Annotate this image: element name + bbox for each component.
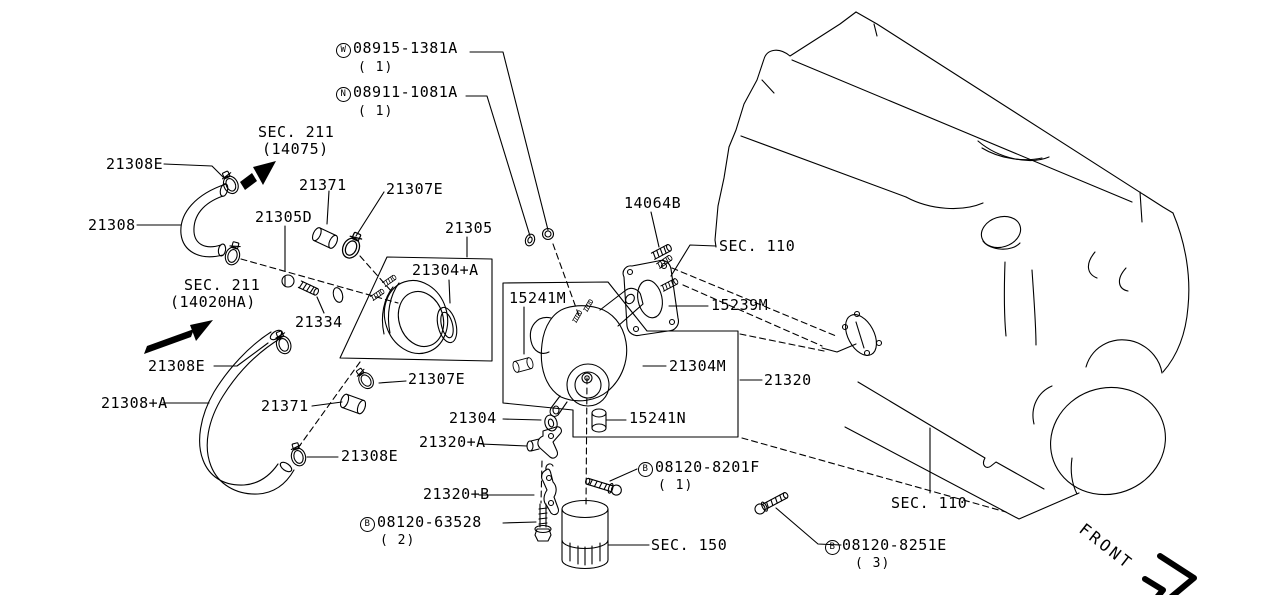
bolt-08120-63528 <box>534 503 552 542</box>
label-sec211-upper-line2: (14075) <box>262 140 329 158</box>
b-symbol-icon: B <box>825 540 840 555</box>
label-sec211-lower-line1: SEC. 211 <box>184 276 261 294</box>
sec211-arrow-upper <box>240 161 276 190</box>
assembly-dashed-lines <box>240 243 1007 513</box>
oil-filler-cap <box>980 215 1022 249</box>
stud-14064b <box>650 243 673 260</box>
label-sec211-lower-line2: (14020HA) <box>170 293 256 311</box>
sec211-arrow-lower <box>144 320 213 354</box>
label-21320a: 21320+A <box>419 433 486 451</box>
label-21371-lower: 21371 <box>261 397 309 415</box>
n-symbol-icon: N <box>336 87 351 102</box>
label-sec211-upper-line1: SEC. 211 <box>258 123 335 141</box>
part-number: 08120-8251E <box>842 536 947 554</box>
bolt-21334 <box>281 274 344 303</box>
b-symbol-icon: B <box>360 517 375 532</box>
stud-sec110 <box>660 277 680 292</box>
water-hose-21308 <box>180 183 229 258</box>
plug-15241n <box>591 408 607 433</box>
qty-bolt-8201f: ( 1) <box>658 478 694 493</box>
label-15239m: 15239M <box>711 296 769 314</box>
label-21371-upper: 21371 <box>299 176 347 194</box>
callout-box-21320 <box>502 281 739 438</box>
gasket-15239m <box>622 254 679 337</box>
oil-filter-sec150 <box>561 499 609 570</box>
label-sec150: SEC. 150 <box>651 536 728 554</box>
hose-clamp-21308e-upper2 <box>222 240 244 267</box>
leader-lines <box>136 51 931 546</box>
oil-cooler-21305 <box>370 274 449 355</box>
part-number: 08915-1381A <box>353 39 458 57</box>
label-21305: 21305 <box>445 219 493 237</box>
label-15241m: 15241M <box>509 289 567 307</box>
bolt-08120-8251e <box>754 492 789 515</box>
label-21308e-top: 21308E <box>106 155 164 173</box>
qty-bolt-63528: ( 2) <box>380 533 416 548</box>
w-symbol-icon: W <box>336 43 351 58</box>
label-21304: 21304 <box>449 409 497 427</box>
water-outlet-21304m <box>529 287 644 417</box>
label-21308e-bottom: 21308E <box>341 447 399 465</box>
label-sec110-lower: SEC. 110 <box>891 494 968 512</box>
qty-bolt-8251e: ( 3) <box>855 556 891 571</box>
connector-21371-upper <box>310 225 340 251</box>
connector-21371-lower <box>338 392 368 416</box>
label-15241n: 15241N <box>629 409 687 427</box>
plug-15241m <box>511 356 535 374</box>
b-symbol-icon: B <box>638 462 653 477</box>
label-21320b: 21320+B <box>423 485 490 503</box>
hose-clamp-21307e-upper <box>338 229 366 262</box>
hose-clamp-21308e-mid <box>271 328 294 357</box>
label-21305d: 21305D <box>255 208 313 226</box>
crank-pulley <box>1050 386 1166 496</box>
callout-box-21305 <box>339 256 493 362</box>
qty-washer-08915: ( 1) <box>358 60 394 75</box>
washer-21304 <box>544 414 558 432</box>
bolt-08120-8201f <box>585 477 622 496</box>
label-21307e-upper: 21307E <box>386 180 444 198</box>
washer-08915 <box>524 233 536 247</box>
label-21308a: 21308+A <box>101 394 168 412</box>
engine-block-outline <box>714 11 1190 520</box>
hose-clamp-21307e-lower <box>352 365 377 392</box>
label-21304m: 21304M <box>669 357 727 375</box>
bracket-21320a <box>526 426 562 459</box>
hose-clamp-21308e-bottom <box>287 441 309 468</box>
part-number: 08120-63528 <box>377 513 482 531</box>
label-21308e-mid: 21308E <box>148 357 206 375</box>
engine-mounting-boss <box>821 310 883 357</box>
qty-nut-08911: ( 1) <box>358 104 394 119</box>
bracket-21320b <box>541 463 559 516</box>
label-21334: 21334 <box>295 313 343 331</box>
label-21307e-lower: 21307E <box>408 370 466 388</box>
label-14064b: 14064B <box>624 194 682 212</box>
label-21304a: 21304+A <box>412 261 479 279</box>
part-number: 08120-8201F <box>655 458 760 476</box>
label-21320: 21320 <box>764 371 812 389</box>
front-arrow <box>1142 553 1197 595</box>
part-number: 08911-1081A <box>353 83 458 101</box>
hose-clamp-21308e-top <box>218 168 242 197</box>
label-sec110-upper: SEC. 110 <box>719 237 796 255</box>
o-ring-21304a <box>436 306 458 344</box>
label-21308: 21308 <box>88 216 136 234</box>
